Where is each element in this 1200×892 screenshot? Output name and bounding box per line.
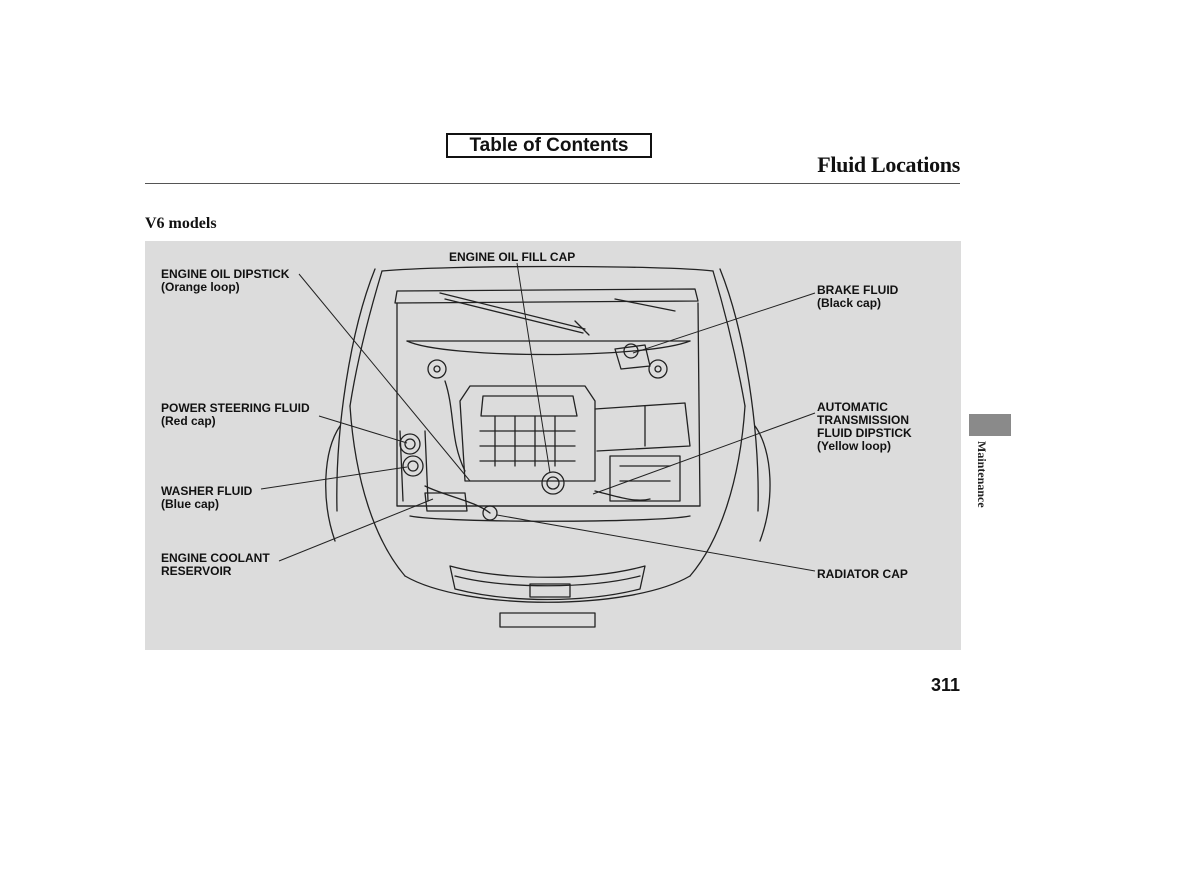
page-number: 311 xyxy=(930,675,960,695)
callout-sublabel: (Black cap) xyxy=(817,296,882,310)
callout-label: BRAKE FLUID xyxy=(817,283,899,297)
callout-label: AUTOMATIC xyxy=(817,400,888,414)
callout-label: FLUID DIPSTICK xyxy=(817,426,912,440)
engine-bay-figure: ENGINE OIL FILL CAP ENGINE OIL DIPSTICK … xyxy=(145,241,961,650)
engine-bay-illustration xyxy=(260,262,816,628)
callout-label: TRANSMISSION xyxy=(817,413,910,427)
callout-label: ENGINE COOLANT xyxy=(161,551,270,565)
callout-automatic-transmission-fluid-dipstick: AUTOMATIC TRANSMISSION FLUID DIPSTICK (Y… xyxy=(817,401,912,453)
callout-sublabel: (Red cap) xyxy=(161,414,216,428)
callout-label: ENGINE OIL FILL CAP xyxy=(449,250,576,264)
callout-label: ENGINE OIL DIPSTICK xyxy=(161,267,290,281)
callout-label: RADIATOR CAP xyxy=(817,567,908,581)
callout-label: RESERVOIR xyxy=(161,564,232,578)
callout-sublabel: (Orange loop) xyxy=(161,280,240,294)
table-of-contents-button[interactable]: Table of Contents xyxy=(446,133,652,158)
callout-brake-fluid: BRAKE FLUID (Black cap) xyxy=(817,284,898,310)
section-tab xyxy=(969,414,1011,436)
callout-sublabel: (Yellow loop) xyxy=(817,439,891,453)
callout-label: POWER STEERING FLUID xyxy=(161,401,310,415)
section-heading: V6 models xyxy=(145,215,217,232)
callout-engine-coolant-reservoir: ENGINE COOLANT RESERVOIR xyxy=(161,552,270,578)
callout-washer-fluid: WASHER FLUID (Blue cap) xyxy=(161,485,252,511)
callout-power-steering-fluid: POWER STEERING FLUID (Red cap) xyxy=(161,402,310,428)
callout-radiator-cap: RADIATOR CAP xyxy=(817,568,908,581)
callout-sublabel: (Blue cap) xyxy=(161,497,220,511)
section-side-label: Maintenance xyxy=(975,441,989,508)
page-title: Fluid Locations xyxy=(817,152,960,177)
header-divider xyxy=(145,183,960,184)
callout-engine-oil-fill-cap: ENGINE OIL FILL CAP xyxy=(449,251,575,264)
callout-label: WASHER FLUID xyxy=(161,484,253,498)
callout-engine-oil-dipstick: ENGINE OIL DIPSTICK (Orange loop) xyxy=(161,268,289,294)
